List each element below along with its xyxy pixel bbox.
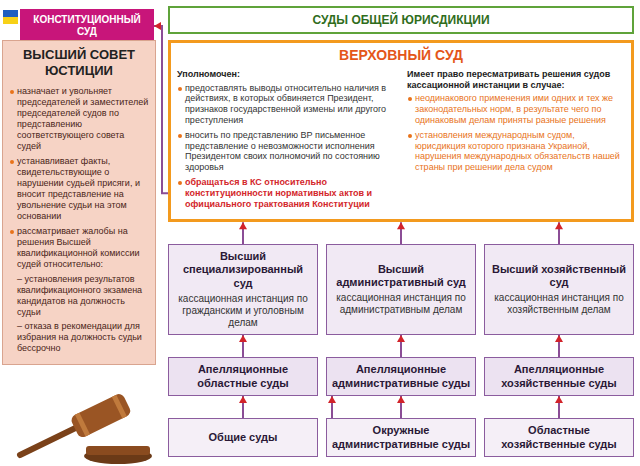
connector-line [154, 26, 168, 193]
connector [239, 222, 247, 244]
heading: Апелляционные административные суды [331, 363, 471, 389]
connector [397, 222, 405, 244]
council-box: ВЫСШИЙ СОВЕТ ЮСТИЦИИ назначает и увольняе… [2, 40, 156, 365]
bullet-text: обращаться в КС относительно конституцио… [177, 177, 395, 209]
heading: СУДЫ ОБЩЕЙ ЮРИСДИКЦИИ [175, 13, 627, 27]
list-heading: Уполномочен: [177, 69, 395, 80]
heading: Областные хозяйственные суды [489, 424, 629, 450]
column: Уполномочен: предоставлять выводы относит… [177, 69, 395, 214]
court-box: Апелляционные административные суды [326, 357, 476, 396]
bullet-text: установления международным судом, юрисди… [407, 130, 625, 173]
arrowhead [555, 335, 563, 342]
arrowhead [154, 22, 161, 30]
bullet-text: вносить по представлению ВР письменное п… [177, 130, 395, 173]
heading: Высший хозяйственный суд [489, 263, 629, 289]
banner-box: КОНСТИТУЦИОННЫЙ СУД [20, 9, 154, 43]
arrowhead [239, 222, 247, 229]
heading: КОНСТИТУЦИОННЫЙ СУД [23, 14, 151, 38]
court-box: Высший специализированный судкассационна… [168, 244, 318, 335]
bullet-text: устанавливает факты, свидетельствующие о… [9, 156, 149, 222]
connector [555, 222, 563, 244]
bullet-text: предоставлять выводы относительно наличи… [177, 83, 395, 126]
sub-item-text: – установления результатов квалификацион… [9, 274, 149, 318]
arrowhead [397, 396, 405, 403]
arrowhead [555, 222, 563, 229]
arrowhead [239, 396, 247, 403]
list-heading: Имеет право пересматривать решения судов… [407, 69, 625, 91]
heading: Высший специализированный суд [173, 250, 313, 290]
arrowhead [397, 222, 405, 229]
connector [397, 396, 405, 418]
court-box: Высший хозяйственный суд кассационная инс… [484, 244, 634, 335]
connector [555, 396, 563, 418]
connector [555, 335, 563, 357]
court-box: Высший административный суд кассационная … [326, 244, 476, 335]
arrowhead [328, 396, 336, 403]
arrowhead [555, 396, 563, 403]
flag-icon [3, 10, 18, 24]
connector [239, 396, 247, 418]
column-row: Уполномочен: предоставлять выводы относит… [177, 69, 625, 214]
heading: Окружные административные суды [331, 424, 471, 450]
bullet-text: назначает и увольняет председателей и за… [9, 86, 149, 152]
court-box: Апелляционные областные суды [168, 357, 318, 396]
bullet-text: неодинакового применения ими одних и тех… [407, 93, 625, 125]
heading: Высший административный суд [331, 263, 471, 289]
connector [328, 396, 336, 418]
header-band: СУДЫ ОБЩЕЙ ЮРИСДИКЦИИ [168, 6, 634, 34]
body-text: кассационная инстанция по хозяйственным … [489, 292, 629, 316]
bullet-text: рассматривает жалобы на решения Высшей к… [9, 226, 149, 270]
heading: ВЕРХОВНЫЙ СУД [177, 47, 625, 64]
court-box: Окружные административные суды [326, 418, 476, 457]
sub-item-text: – отказа в рекомендации для избрания на … [9, 321, 149, 354]
column: Имеет право пересматривать решения судов… [407, 69, 625, 214]
heading: ВЫСШИЙ СОВЕТ ЮСТИЦИИ [9, 47, 149, 78]
arrowhead [397, 335, 405, 342]
court-box: Областные хозяйственные суды [484, 418, 634, 457]
gavel-illustration [20, 392, 152, 464]
court-box: Апелляционные хозяйственные суды [484, 357, 634, 396]
connector [397, 335, 405, 357]
arrowhead [239, 335, 247, 342]
body-text: кассационная инстанция по гражданским и … [173, 293, 313, 329]
connector [154, 22, 168, 193]
court-box: Общие суды [168, 418, 318, 457]
heading: Апелляционные областные суды [173, 363, 313, 389]
connector [239, 335, 247, 357]
heading: Общие суды [173, 431, 313, 444]
supreme-court-box: ВЕРХОВНЫЙ СУД Уполномочен: предоставлять в… [168, 40, 634, 222]
heading: Апелляционные хозяйственные суды [489, 363, 629, 389]
body-text: кассационная инстанция по административн… [331, 292, 471, 316]
